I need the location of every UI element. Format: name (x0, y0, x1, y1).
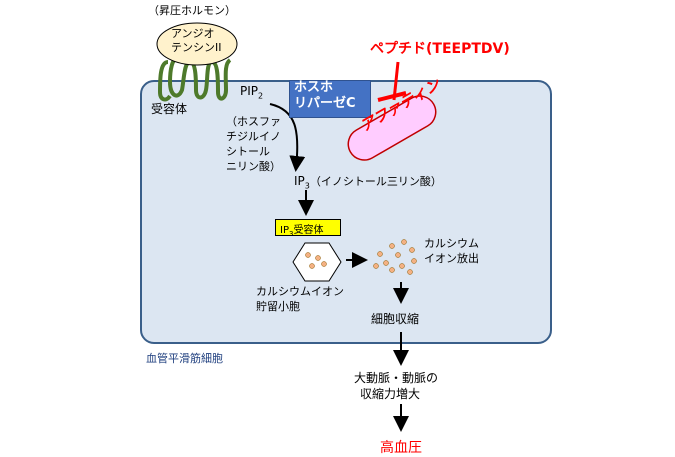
receptor-label: 受容体 (151, 102, 188, 116)
calcium-store-label: カルシウムイオン 貯留小胞 (256, 285, 344, 313)
receptor-coil-left (157, 60, 172, 102)
pip2-to-ip3-arrow (269, 103, 306, 172)
smooth-muscle-cell (140, 80, 552, 344)
calcium-store-hexagon (292, 242, 342, 282)
apatin-shape (347, 95, 437, 161)
peptide-inhibit-bar (377, 91, 407, 102)
cell-contraction-label: 細胞収縮 (371, 312, 420, 326)
angiotensin-ellipse (156, 22, 238, 66)
receptor-coil (167, 56, 232, 101)
hypertension-label: 高血圧 (380, 440, 422, 456)
ip3-receptor-box (275, 219, 341, 236)
peptide-label: ペプチド(TEEPTDV) (370, 41, 510, 57)
phospholipase-c-label: ホスホ リパーゼC (294, 80, 356, 111)
ip3-label: IP3（イノシトール三リン酸） (294, 174, 442, 191)
arterial-contraction-label: 大動脈・動脈の 収縮力増大 (354, 371, 439, 401)
store-dots (305, 252, 327, 269)
peptide-inhibit-line (392, 61, 400, 101)
hormone-category: （昇圧ホルモン） (148, 4, 236, 17)
smooth-muscle-cell-label: 血管平滑筋細胞 (146, 352, 223, 365)
released-calcium-dots (373, 239, 417, 275)
pip2-full-name: （ホスファ チジルイノ シトール ニリン酸） (226, 115, 281, 173)
phospholipase-c-box (289, 80, 371, 118)
angiotensin-label: アンジオ テンシンII (171, 27, 222, 54)
pip2-label: PIP2 (240, 84, 264, 101)
calcium-release-label: カルシウム イオン放出 (424, 237, 479, 265)
ip3-receptor-label: IP3受容体 (280, 225, 324, 238)
